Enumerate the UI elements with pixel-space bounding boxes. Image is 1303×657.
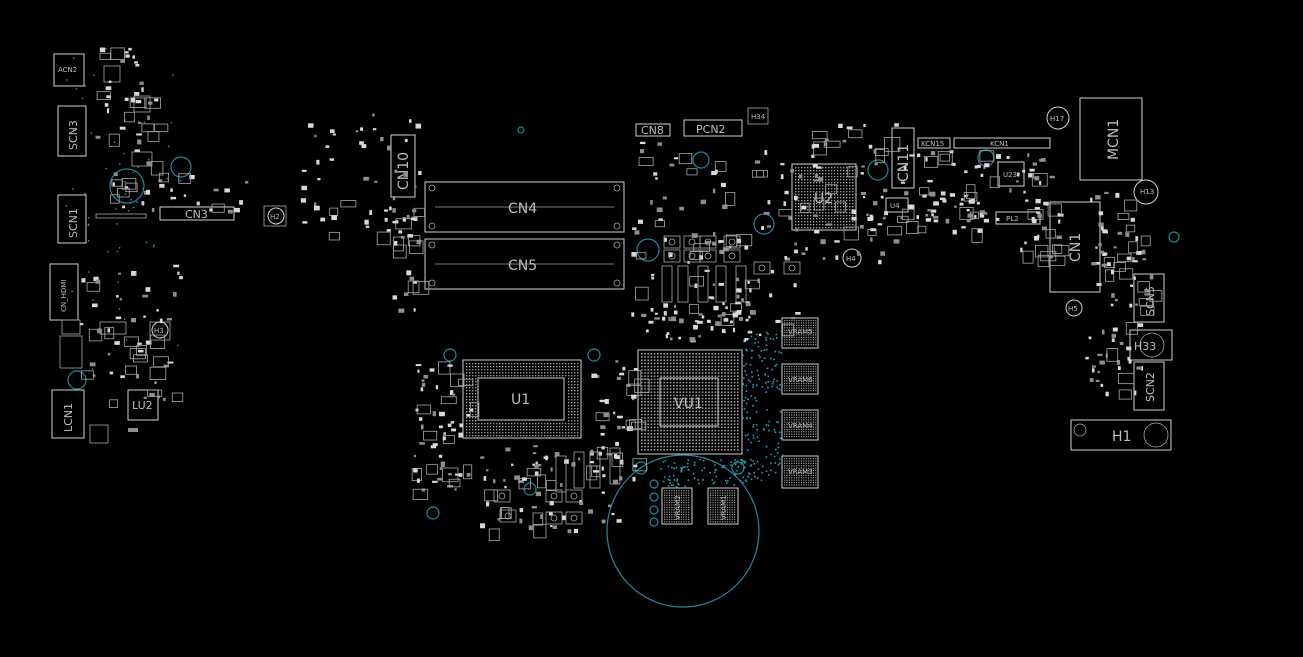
h4-hole: H4: [842, 248, 862, 268]
vu1-ball-grid: [641, 353, 739, 451]
scn3-connector[interactable]: SCN3: [57, 105, 87, 157]
lcn1-label: LCN1: [62, 403, 75, 432]
u1-label: U1: [511, 392, 530, 408]
lu2-label: LU2: [132, 399, 153, 412]
vram2-label: VRAM2: [674, 495, 682, 520]
cn3-label: CN3: [185, 208, 208, 221]
pl2-label: PL2: [1006, 215, 1019, 223]
vram3-label: VRAM3: [788, 468, 813, 476]
vram5-chip[interactable]: VRAM5: [781, 317, 819, 349]
cn4-sodimm-slot[interactable]: CN4: [424, 181, 625, 233]
h5-hole: H5: [1065, 299, 1083, 317]
vram2-chip[interactable]: VRAM2: [661, 487, 693, 525]
mcn1-connector[interactable]: MCN1: [1079, 97, 1143, 181]
h5-label: H5: [1068, 305, 1078, 313]
passive-components: [80, 47, 1163, 541]
vu1-gpu[interactable]: VU1: [637, 349, 743, 455]
lcn1-connector[interactable]: LCN1: [51, 389, 85, 439]
vram6-chip[interactable]: VRAM6: [781, 363, 819, 395]
h17-label: H17: [1050, 115, 1064, 123]
acn2-connector[interactable]: ACN2: [53, 53, 85, 87]
kcn15-label: KCN15: [921, 140, 944, 148]
h33-label: H33: [1134, 340, 1156, 353]
h1-hole: H1: [1070, 419, 1172, 451]
u2-chip[interactable]: U2: [791, 163, 857, 231]
cn11-label: CN11: [896, 144, 912, 182]
cn-hdmi-connector[interactable]: CN_HDMI: [49, 263, 79, 321]
mcn1-label: MCN1: [1106, 119, 1122, 160]
vu1-label: VU1: [674, 396, 703, 412]
h4-label: H4: [846, 255, 856, 263]
h13-label: H13: [1140, 188, 1154, 196]
kcn15-connector[interactable]: KCN15: [917, 137, 951, 149]
vram4-label: VRAM4: [788, 422, 813, 430]
scn2-label: SCN2: [1144, 372, 1157, 402]
cn8-label: CN8: [641, 124, 664, 137]
cn1-label: CN1: [1068, 233, 1084, 262]
pcn2-connector[interactable]: PCN2: [683, 119, 743, 137]
h34-hole: H34: [747, 107, 769, 125]
cn3-connector[interactable]: CN3: [159, 206, 235, 221]
h3-hole: H3: [151, 321, 169, 339]
h33-hole: H33: [1129, 329, 1173, 361]
cn10-connector[interactable]: CN10: [390, 134, 416, 198]
cn4-label: CN4: [508, 201, 537, 217]
h34-label: H34: [751, 113, 766, 121]
acn2-label: ACN2: [58, 66, 77, 74]
h1-label: H1: [1112, 429, 1131, 445]
cn11-connector[interactable]: CN11: [891, 127, 915, 189]
cn5-sodimm-slot[interactable]: CN5: [424, 238, 625, 290]
scn2-connector[interactable]: SCN2: [1133, 361, 1165, 411]
cn-hdmi-label: CN_HDMI: [60, 280, 68, 312]
cn1-connector[interactable]: CN1: [1049, 201, 1101, 293]
vram1-chip[interactable]: VRAM1: [707, 487, 739, 525]
vram5-label: VRAM5: [788, 328, 813, 336]
vram1-label: VRAM1: [720, 495, 728, 520]
u1-cpu[interactable]: U1: [462, 359, 582, 439]
cn10-label: CN10: [396, 152, 412, 190]
cn8-connector[interactable]: CN8: [635, 123, 671, 137]
scn1-label: SCN1: [67, 208, 80, 238]
vram3-chip[interactable]: VRAM3: [781, 455, 819, 489]
u4-chip[interactable]: U4: [885, 197, 909, 213]
pcn2-label: PCN2: [696, 123, 726, 136]
kcn1-label: KCN1: [990, 140, 1009, 148]
via-field: [62, 47, 784, 488]
vram4-chip[interactable]: VRAM4: [781, 409, 819, 441]
left-small-parts: [59, 65, 287, 444]
u23-label: U23: [1003, 171, 1017, 179]
scn1-connector[interactable]: SCN1: [57, 194, 87, 244]
u4-label: U4: [890, 202, 900, 210]
scn5-connector[interactable]: SCN5: [1133, 273, 1165, 323]
scn3-label: SCN3: [67, 120, 80, 150]
vram6-label: VRAM6: [788, 376, 813, 384]
h2-hole: H2: [267, 207, 285, 225]
h3-label: H3: [154, 327, 164, 335]
lu2-chip[interactable]: LU2: [127, 389, 159, 421]
h2-label: H2: [270, 213, 280, 221]
h13-hole: H13: [1133, 179, 1159, 205]
h17-hole: H17: [1046, 106, 1070, 130]
kcn1-connector[interactable]: KCN1: [953, 137, 1051, 149]
cn5-label: CN5: [508, 258, 537, 274]
u23-chip[interactable]: U23: [997, 161, 1025, 187]
